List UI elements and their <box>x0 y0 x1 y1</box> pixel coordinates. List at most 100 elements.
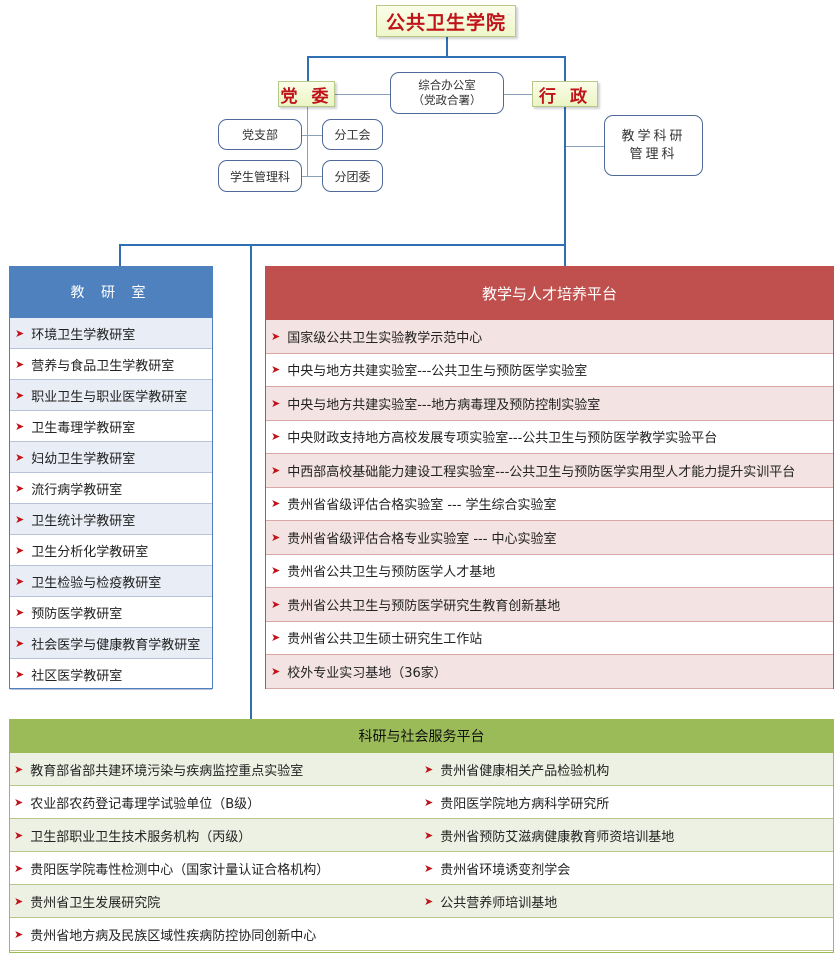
research-item-right-label: 公共营养师培训基地 <box>440 896 558 911</box>
platform-item-label: 中央与地方共建实验室---地方病毒理及预防控制实验室 <box>287 397 601 413</box>
research-item-left-label: 贵州省地方病及民族区域性疾病防控协同创新中心 <box>30 929 317 944</box>
arrow-right-icon: ➤ <box>424 895 434 908</box>
office-line2: （党政合署） <box>412 93 482 107</box>
platform-item-label: 贵州省公共卫生与预防医学人才基地 <box>287 565 496 581</box>
research-item-left-label: 贵阳医学院毒性检测中心（国家计量认证合格机构） <box>30 863 330 878</box>
arrow-right-icon: ➤ <box>15 667 25 681</box>
teaching-item-label: 预防医学教研室 <box>31 606 123 622</box>
arrow-right-icon: ➤ <box>14 796 24 809</box>
connector-branch <box>302 135 322 136</box>
student-mgmt-node: 学生管理科 <box>218 160 302 192</box>
research-item-right: ➤ 贵州省健康相关产品检验机构 <box>424 753 609 786</box>
arrow-right-icon: ➤ <box>15 419 25 433</box>
teaching-item-label: 营养与食品卫生学教研室 <box>31 358 175 374</box>
teaching-item: ➤ 社会医学与健康教育学教研室 <box>10 628 212 659</box>
arrow-right-icon: ➤ <box>271 497 281 511</box>
connector-student <box>302 176 322 177</box>
teaching-item-label: 卫生毒理学教研室 <box>31 420 136 436</box>
connector-teach-down <box>119 244 121 266</box>
arrow-right-icon: ➤ <box>15 357 25 371</box>
arrow-right-icon: ➤ <box>271 430 281 444</box>
connector-plat-down <box>564 244 566 266</box>
union-node: 分工会 <box>322 119 383 150</box>
arrow-right-icon: ➤ <box>14 862 24 875</box>
research-item-left: ➤ 贵州省地方病及民族区域性疾病防控协同创新中心 <box>14 918 316 951</box>
platform-item: ➤校外专业实习基地（36家） <box>266 655 833 689</box>
teaching-item-label: 社会医学与健康教育学教研室 <box>31 637 201 653</box>
general-office-node: 综合办公室 （党政合署） <box>390 72 504 114</box>
platform-item-label: 中西部高校基础能力建设工程实验室---公共卫生与预防医学实用型人才能力提升实训平… <box>287 464 796 480</box>
platform-item-label: 校外专业实习基地（36家） <box>287 665 447 681</box>
research-row <box>10 786 833 819</box>
platform-item: ➤贵州省公共卫生与预防医学人才基地 <box>266 555 833 588</box>
arrow-right-icon: ➤ <box>271 631 281 645</box>
teaching-item-label: 职业卫生与职业医学教研室 <box>31 389 188 405</box>
party-branch-node: 党支部 <box>218 119 302 150</box>
platform-item-label: 贵州省省级评估合格专业实验室 --- 中心实验室 <box>287 531 557 547</box>
research-row <box>10 918 833 951</box>
platform-item: ➤ 贵州省省级评估合格专业实验室 --- 中心实验室 <box>266 521 833 555</box>
connector-admin-research-office <box>566 146 604 147</box>
research-title: 科研与社会服务平台 <box>9 719 834 753</box>
teaching-item: ➤ 社区医学教研室 <box>10 659 212 690</box>
research-item-right-label: 贵州省预防艾滋病健康教育师资培训基地 <box>440 830 675 845</box>
teaching-item-label: 妇幼卫生学教研室 <box>31 451 136 467</box>
platform-item: ➤ 贵州省公共卫生硕士研究生工作站 <box>266 622 833 655</box>
arrow-right-icon: ➤ <box>15 574 25 588</box>
platform-item: ➤中西部高校基础能力建设工程实验室---公共卫生与预防医学实用型人才能力提升实训… <box>266 454 833 488</box>
research-item-left-label: 贵州省卫生发展研究院 <box>30 896 161 911</box>
platform-item-label: 中央与地方共建实验室---公共卫生与预防医学实验室 <box>287 364 588 380</box>
teaching-item: ➤ 营养与食品卫生学教研室 <box>10 349 212 380</box>
arrow-right-icon: ➤ <box>15 543 25 557</box>
platform-item-label: 贵州省公共卫生硕士研究生工作站 <box>287 632 483 648</box>
research-item-left-label: 卫生部职业卫生技术服务机构（丙级） <box>30 830 252 845</box>
research-row <box>10 885 833 918</box>
connector-top-bar <box>307 56 566 58</box>
arrow-right-icon: ➤ <box>15 512 25 526</box>
teaching-item: ➤ 卫生毒理学教研室 <box>10 411 212 442</box>
research-item-right-label: 贵州省环境诱变剂学会 <box>440 863 571 878</box>
research-row <box>10 753 833 786</box>
teaching-item-label: 卫生统计学教研室 <box>31 513 136 529</box>
connector-root-down <box>446 37 448 57</box>
arrow-right-icon: ➤ <box>15 388 25 402</box>
platform-title: 教学与人才培养平台 <box>265 266 834 320</box>
arrow-right-icon: ➤ <box>424 763 434 776</box>
connector-admin-trunk <box>564 56 566 246</box>
arrow-right-icon: ➤ <box>271 530 281 544</box>
platform-item-label: 贵州省省级评估合格实验室 --- 学生综合实验室 <box>287 498 557 514</box>
research-item-right-label: 贵州省健康相关产品检验机构 <box>440 764 610 779</box>
platform-item-label: 国家级公共卫生实验教学示范中心 <box>287 330 483 346</box>
teaching-item-label: 卫生检验与检疫教研室 <box>31 575 162 591</box>
arrow-right-icon: ➤ <box>15 636 25 650</box>
platform-item-label: 中央财政支持地方高校发展专项实验室---公共卫生与预防医学教学实验平台 <box>287 431 718 447</box>
arrow-right-icon: ➤ <box>14 895 24 908</box>
research-row <box>10 852 833 885</box>
teaching-title: 教 研 室 <box>9 266 213 318</box>
arrow-right-icon: ➤ <box>271 329 281 343</box>
arrow-right-icon: ➤ <box>424 796 434 809</box>
teaching-item-label: 流行病学教研室 <box>31 482 123 498</box>
teaching-item: ➤ 流行病学教研室 <box>10 473 212 504</box>
platform-item: ➤ 中央与地方共建实验室---地方病毒理及预防控制实验室 <box>266 387 833 421</box>
teaching-item: ➤ 卫生统计学教研室 <box>10 504 212 535</box>
connector-office-admin <box>504 94 532 95</box>
teaching-item: ➤ 职业卫生与职业医学教研室 <box>10 380 212 411</box>
office-line1: 综合办公室 <box>418 78 476 92</box>
connector-main-bar <box>119 244 566 246</box>
arrow-right-icon: ➤ <box>14 928 24 941</box>
arrow-right-icon: ➤ <box>14 763 24 776</box>
arrow-right-icon: ➤ <box>271 396 281 410</box>
teaching-item: ➤预防医学教研室 <box>10 597 212 628</box>
platform-item: ➤ 国家级公共卫生实验教学示范中心 <box>266 320 833 354</box>
arrow-right-icon: ➤ <box>424 829 434 842</box>
platform-item: ➤贵州省公共卫生与预防医学研究生教育创新基地 <box>266 588 833 622</box>
arrow-right-icon: ➤ <box>15 481 25 495</box>
teaching-item: ➤妇幼卫生学教研室 <box>10 442 212 473</box>
connector-research-trunk <box>250 244 252 719</box>
teaching-item: ➤ 卫生检验与检疫教研室 <box>10 566 212 597</box>
teaching-item: ➤卫生分析化学教研室 <box>10 535 212 566</box>
platform-item: ➤中央与地方共建实验室---公共卫生与预防医学实验室 <box>266 354 833 387</box>
research-item-right: ➤贵州省环境诱变剂学会 <box>424 852 570 885</box>
teaching-item-label: 社区医学教研室 <box>31 668 123 684</box>
